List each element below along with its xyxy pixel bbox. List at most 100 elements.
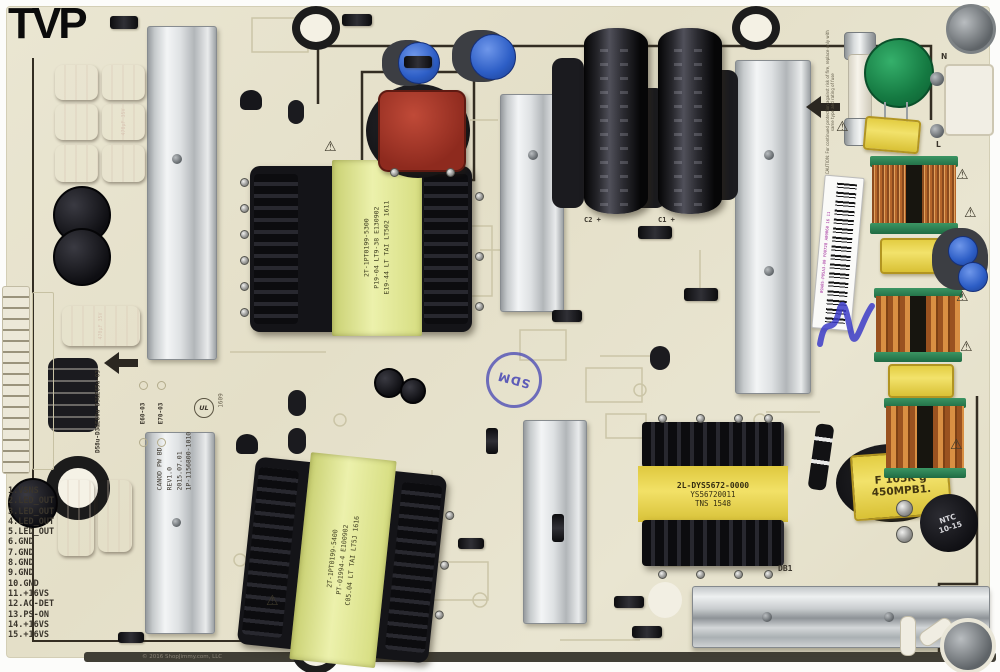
electrolytic-cap [98, 480, 132, 552]
transformer-pin [240, 256, 249, 265]
pin-label: 14.+16VS [8, 619, 49, 630]
blue-disc-cap [958, 262, 988, 292]
cap-c1-label: C1 + [658, 216, 675, 224]
smd-ic [288, 390, 306, 416]
pinout-legend: 1.VSNS 2.LED_OUT 3.LED_OUT 4.LED_OUT 5.L… [8, 486, 118, 640]
transformer-label-lines: 2T-1PT0199-5300 P19-04 LT9-38 E130902 E1… [362, 163, 391, 333]
small-cap-top [400, 378, 426, 404]
component-lead [390, 168, 399, 177]
bulk-capacitor [584, 28, 648, 214]
diode [110, 16, 138, 29]
copyright-text: © 2016 ShopJimmy.com, LLC [142, 654, 223, 660]
electrolytic-cap-top [8, 478, 58, 528]
transistor [236, 434, 258, 454]
electrolytic-cap-top [53, 228, 111, 286]
pin-label: 6.GND [8, 537, 34, 548]
diode [552, 514, 564, 542]
db1-label: DB1 [778, 564, 793, 573]
diode [118, 632, 144, 643]
transformer-core-bottom [642, 520, 784, 566]
diode [684, 288, 718, 301]
blue-marker-squiggle [817, 302, 875, 347]
choke-bobbin [870, 223, 958, 234]
output-connector [2, 286, 30, 474]
cap-value-text: 470µF 35V [120, 108, 127, 136]
cap-value-text: 470µF 35V [98, 312, 104, 340]
jumper-pad [157, 438, 166, 447]
blue-disc-cap [948, 236, 978, 266]
cap-print [674, 38, 682, 206]
heatsink-right [735, 60, 811, 394]
x-capacitor [862, 115, 922, 155]
transformer-label: 2T-1PT0199-5300 P19-04 LT9-38 E130902 E1… [332, 160, 422, 336]
diode [342, 14, 372, 26]
transformer-pin [240, 282, 249, 291]
jumper-pad [139, 438, 148, 447]
cap-print [600, 38, 608, 206]
electrolytic-cap [102, 104, 145, 140]
choke-bobbin [884, 398, 966, 408]
board-revision: REV1.0 [165, 466, 174, 490]
mount-hole-top-right [732, 6, 780, 50]
board-name-lines: CANOD PW BD REV1.0 2015.07.01 1P-1156800… [156, 366, 195, 490]
transformer-bobbin-left [254, 174, 298, 324]
choke-winding [933, 406, 964, 470]
diode [632, 626, 662, 638]
electrolytic-cap [58, 480, 94, 556]
small-cap-top [374, 368, 404, 398]
choke-core [910, 296, 926, 354]
transformer-pn: 2L-DYS5672-0000 [676, 480, 750, 490]
transformer-pin [734, 414, 743, 423]
choke-bobbin [884, 468, 966, 478]
component-lead [446, 168, 455, 177]
diode [486, 428, 498, 454]
board-bottom-shadow [84, 652, 996, 662]
pin-label: 4.LED_OUT [8, 516, 55, 527]
line-filter-choke [874, 288, 962, 362]
heatsink-screw [764, 266, 774, 276]
transformer-pin [658, 570, 667, 579]
diode [404, 56, 432, 68]
choke-winding [872, 165, 906, 225]
diode [552, 310, 582, 322]
choke-winding [876, 296, 910, 354]
heatsink-left-lower [145, 432, 215, 634]
date-code: 1609 [216, 382, 226, 418]
mov-varistor [864, 38, 934, 108]
transformer-pin [764, 414, 773, 423]
warning-triangle-icon: ⚠ [266, 593, 279, 609]
screw-top-right [946, 4, 996, 54]
pin-label: 3.LED_OUT [8, 506, 55, 517]
transformer-label-line: 2T-1PT0199-5300 [362, 218, 371, 278]
sdm-stamp-text: SDM [495, 368, 533, 392]
transformer-bobbin-right [424, 174, 468, 324]
heatsink-screw [764, 150, 774, 160]
arrow-shaft [118, 359, 138, 367]
transformer-pin [240, 178, 249, 187]
plastic-rivet [900, 616, 916, 656]
pin-label: 5.LED_OUT [8, 527, 55, 538]
transformer-pin [764, 570, 773, 579]
ac-terminal-screw [930, 124, 944, 138]
heatsink-screw [528, 150, 538, 160]
choke-winding [886, 406, 917, 470]
diode [638, 226, 672, 239]
caution-value: CAUTION: For continued protection agains… [824, 29, 835, 175]
diode [614, 596, 644, 608]
red-film-cap [378, 90, 466, 172]
warning-triangle-icon: ⚠ [960, 339, 973, 355]
arrow-head [806, 96, 821, 118]
transformer-pin [475, 252, 484, 261]
glue-blob-white [648, 582, 682, 618]
line-filter-choke [884, 398, 966, 478]
electrolytic-cap-label: 470µF 35V [62, 306, 140, 346]
board-date: 2015.07.01 [175, 450, 183, 490]
arrow-shaft [820, 103, 840, 111]
warning-triangle-icon: ⚠ [836, 119, 849, 135]
electrolytic-cap [102, 65, 145, 100]
pin-label: 1.VSNS [8, 486, 39, 496]
mount-hole-top-left [292, 6, 340, 50]
board-name-block: CANOD PW BD REV1.0 2015.07.01 1P-1156800… [148, 366, 202, 490]
cap-print [620, 38, 628, 206]
choke-core [906, 165, 922, 225]
